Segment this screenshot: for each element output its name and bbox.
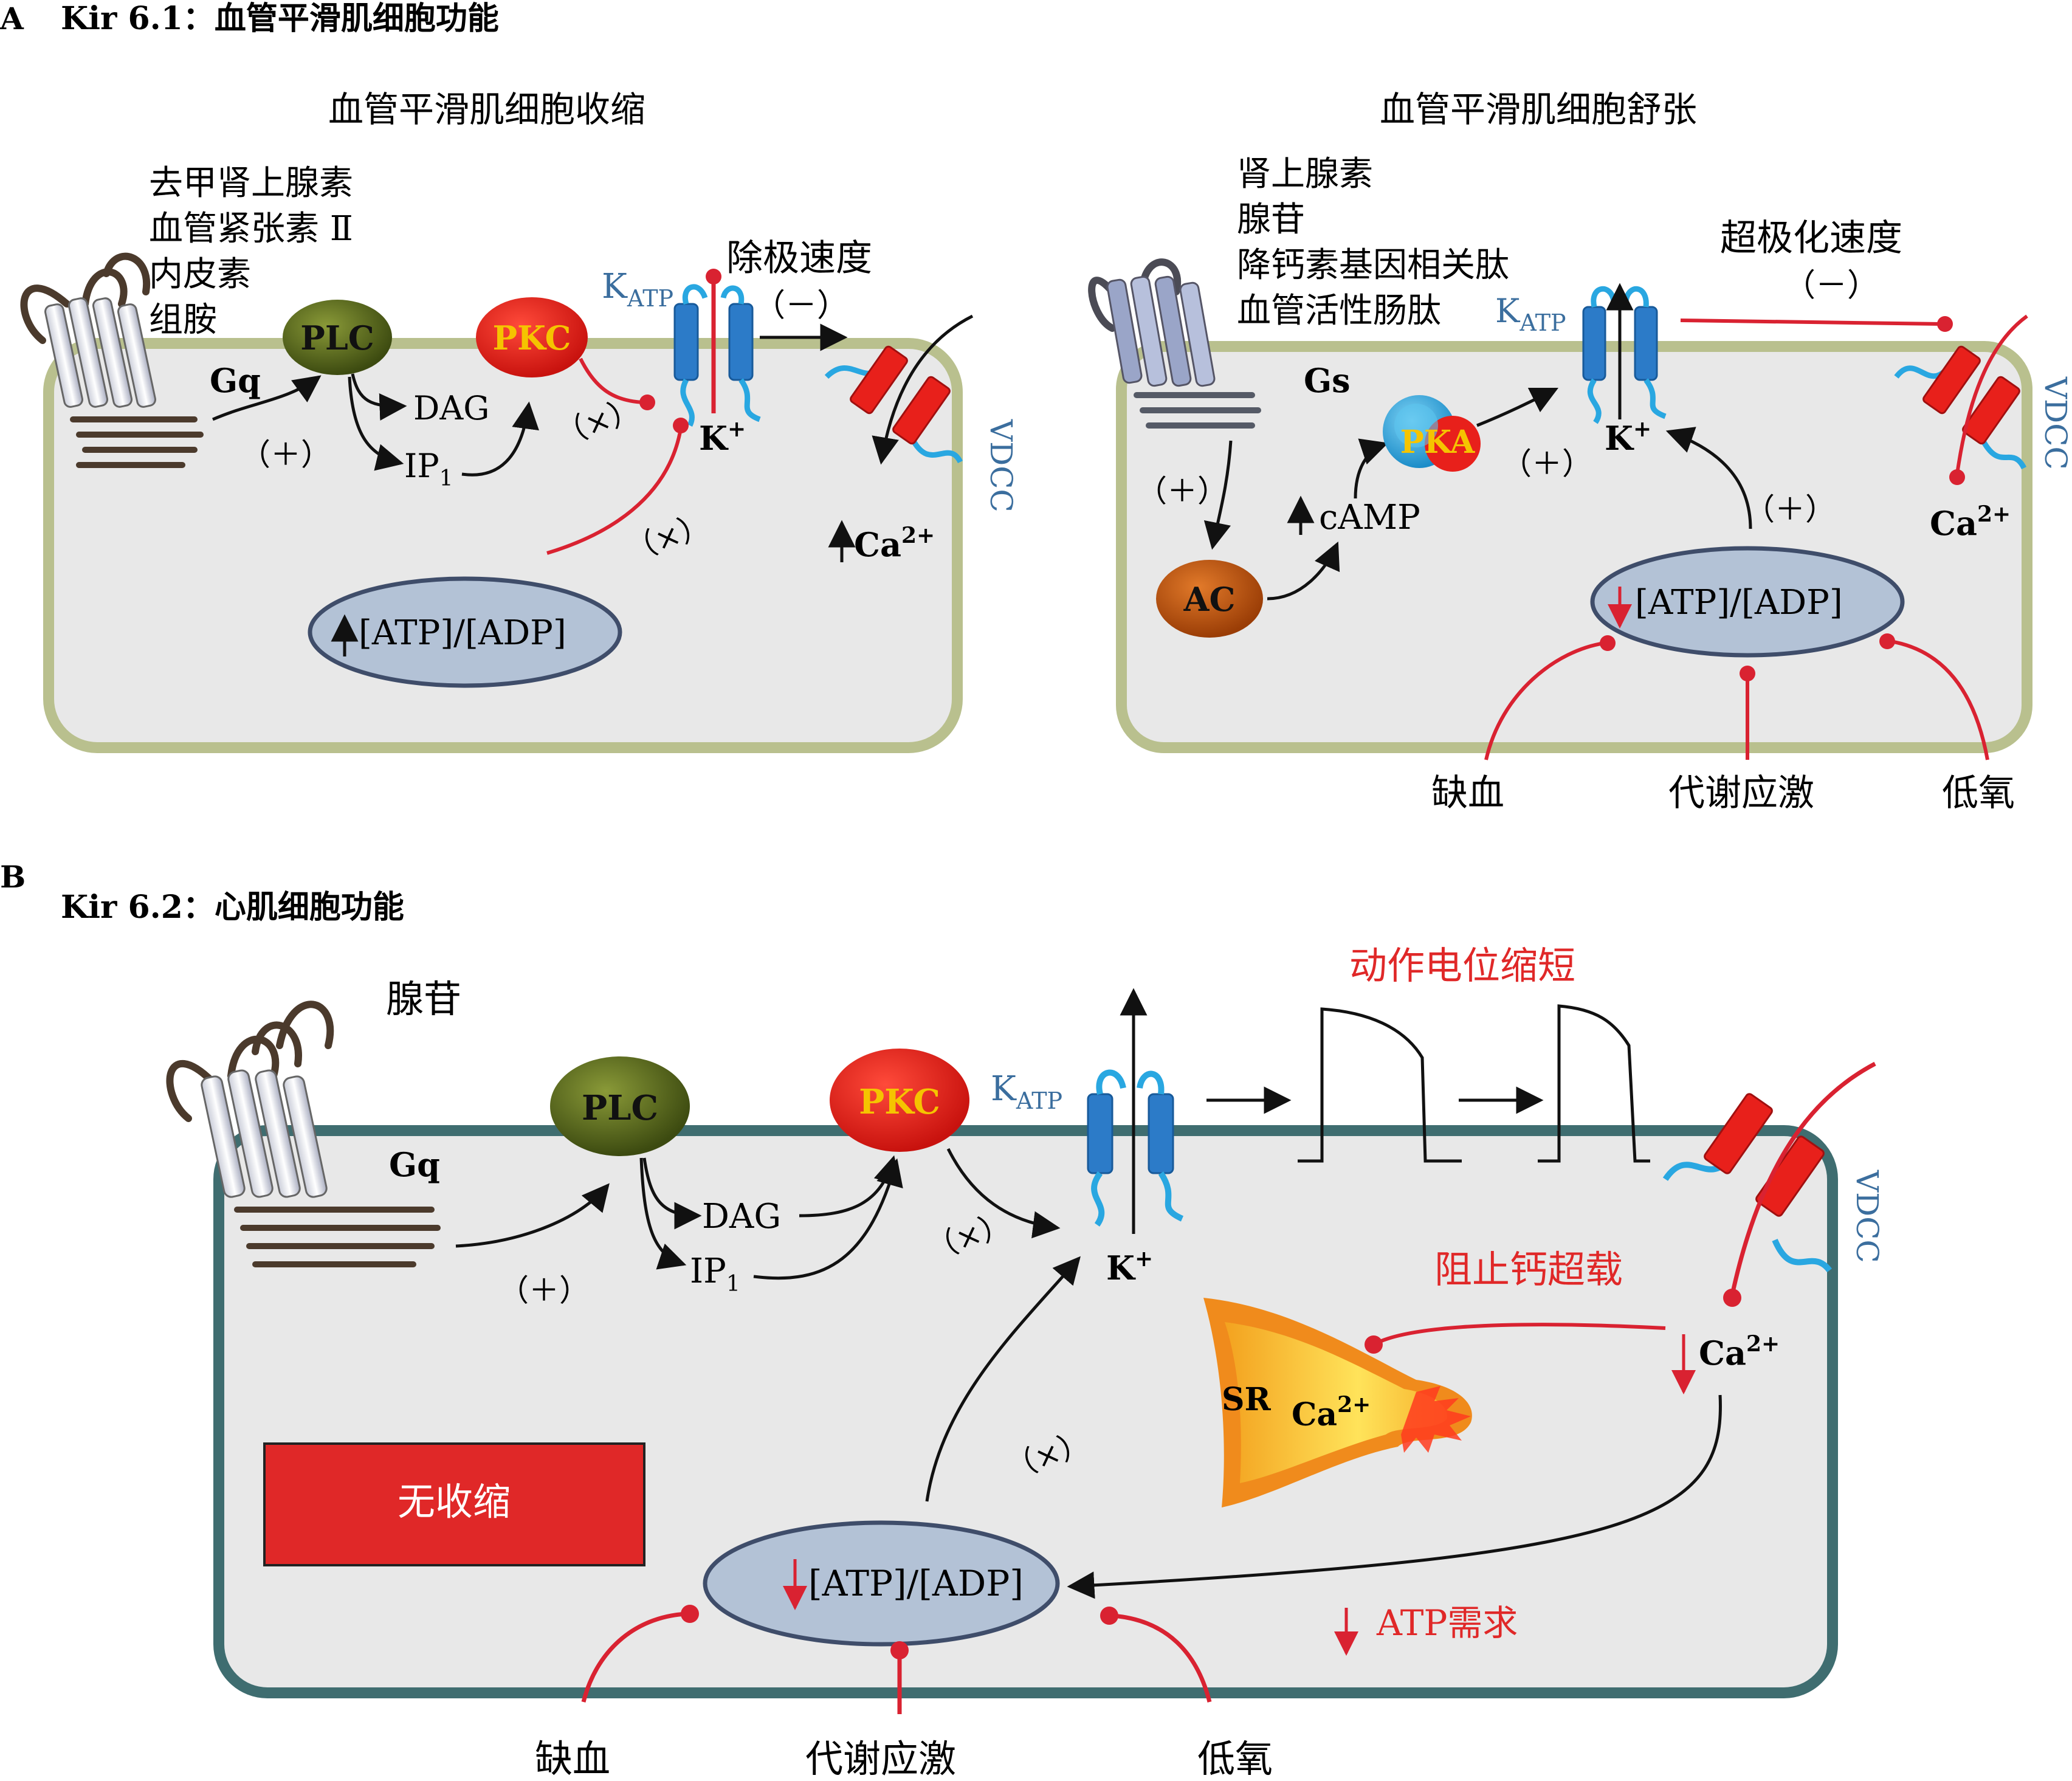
relaxation-agonist-2: 腺苷 (1237, 200, 1305, 239)
pka-enzyme (1383, 395, 1481, 472)
ip1-label: IP1 (404, 447, 453, 491)
katp-channel-icon-b (1087, 1069, 1184, 1227)
relaxation-plus-label-3: （＋） (1744, 492, 1836, 527)
no-contraction-box (263, 1442, 645, 1566)
calcium-label-b: Ca2+ (1699, 1331, 1780, 1373)
contraction-agonist-1: 去甲肾上腺素 (149, 164, 353, 203)
relaxation-agonist-1: 肾上腺素 (1237, 154, 1373, 194)
gq-receptor-icon (20, 252, 204, 468)
hyperpolarization-rate-label: 超极化速度 (1720, 217, 1902, 260)
katp-channel-icon (673, 284, 761, 427)
panel-b: B Kir 6.2：心肌细胞功能 腺苷 Gq （＋） PLC PKC DAG I… (0, 859, 1885, 1781)
relaxation-plus-label-1: （＋） (1137, 474, 1228, 509)
atp-adp-label-right: [ATP]/[ADP] (1635, 583, 1843, 622)
relaxation-cell-membrane (1116, 341, 2032, 753)
atp-adp-label-left: [ATP]/[ADP] (359, 613, 566, 653)
plus-label-b: （＋） (498, 1273, 590, 1308)
relaxation-agonist-3: 降钙素基因相关肽 (1237, 246, 1509, 285)
contraction-heading: 血管平滑肌细胞收缩 (328, 89, 645, 130)
vdcc-channel-icon (824, 314, 974, 465)
metabolic-stress-label-a: 代谢应激 (1668, 772, 1814, 815)
hypoxia-label-a: 低氧 (1942, 772, 2015, 815)
gq-receptor-icon-b (166, 1001, 441, 1267)
pka-label: PKA (1400, 424, 1475, 461)
contraction-gq-label: Gq (210, 361, 261, 400)
plc-label: PLC (300, 319, 374, 357)
block-calcium-overload-label: 阻止钙超载 (1434, 1247, 1623, 1292)
katp-label-b: KATP (991, 1069, 1062, 1114)
no-contraction-label: 无收缩 (398, 1480, 511, 1524)
depolarization-minus-label: （－） (754, 288, 848, 324)
pkc-enzyme-b (830, 1049, 969, 1152)
atp-adp-ratio-right (1590, 546, 1905, 658)
plc-enzyme-b (550, 1056, 690, 1156)
vdcc-label-left: VDCC (983, 419, 1019, 512)
depolarization-rate-label: 除极速度 (726, 237, 872, 280)
plc-enzyme (283, 300, 392, 375)
camp-label: cAMP (1319, 498, 1420, 537)
contraction-plus-label: （＋） (240, 437, 331, 472)
contraction-agonist-2: 血管紧张素 Ⅱ (149, 209, 353, 249)
vdcc-label-b: VDCC (1850, 1170, 1885, 1263)
ip1-label-b: IP1 (690, 1252, 740, 1297)
calcium-label-left: Ca2+ (854, 523, 935, 564)
panel-a-title: Kir 6.1：血管平滑肌细胞功能 (61, 0, 499, 37)
katp-label-left: KATP (602, 267, 673, 312)
gq-label-b: Gq (389, 1145, 440, 1184)
metabolic-stress-label-b: 代谢应激 (805, 1737, 956, 1781)
contraction-cell-membrane (43, 338, 963, 753)
contraction-agonist-3: 内皮素 (149, 255, 251, 294)
atp-demand-label: ATP需求 (1376, 1602, 1518, 1644)
kplus-label-b: K+ (1106, 1246, 1153, 1287)
pkc-label: PKC (492, 319, 571, 357)
ac-label: AC (1183, 580, 1236, 619)
ap-shortening-label: 动作电位缩短 (1349, 943, 1575, 988)
gs-receptor-icon (1088, 258, 1261, 429)
adenosine-label: 腺苷 (386, 977, 461, 1021)
vdcc-channel-icon-right (1894, 314, 2028, 485)
ac-enzyme (1156, 560, 1263, 638)
panel-a-letter: A (0, 1, 24, 36)
vdcc-channel-icon-b (1662, 1061, 1876, 1307)
sr-label: SR (1222, 1381, 1272, 1418)
kplus-label-right: K+ (1605, 416, 1651, 458)
action-potential-short (1538, 1004, 1650, 1163)
calcium-label-right: Ca2+ (1930, 501, 2011, 543)
katp-label-right: KATP (1495, 292, 1566, 336)
atp-adp-ratio-left (308, 576, 622, 688)
contraction-cell: 血管平滑肌细胞收缩 去甲肾上腺素 血管紧张素 Ⅱ 内皮素 组胺 Gq （＋） P… (20, 89, 1019, 753)
action-potential-long (1298, 1007, 1462, 1163)
sr-calcium-label: Ca2+ (1292, 1392, 1371, 1433)
hyperpolarization-minus-label: （－） (1784, 267, 1879, 304)
pkc-enzyme (476, 297, 588, 377)
plc-label-b: PLC (582, 1088, 658, 1128)
gs-label: Gs (1304, 361, 1351, 400)
relaxation-heading: 血管平滑肌细胞舒张 (1380, 89, 1697, 130)
dag-label-b: DAG (702, 1197, 781, 1236)
pkc-label-b: PKC (859, 1082, 940, 1122)
dag-label: DAG (413, 389, 489, 427)
vdcc-label-right: VDCC (2038, 376, 2072, 470)
sarcoplasmic-reticulum-icon (1203, 1298, 1472, 1507)
atp-adp-label-b: [ATP]/[ADP] (808, 1563, 1024, 1604)
atp-adp-ratio-b (703, 1520, 1060, 1647)
ischemia-label-a: 缺血 (1431, 772, 1504, 815)
ischemia-label-b: 缺血 (535, 1737, 610, 1781)
kplus-label-left: K+ (699, 416, 746, 458)
panel-b-letter: B (0, 859, 26, 895)
relaxation-cell: 血管平滑肌细胞舒张 肾上腺素 腺苷 降钙素基因相关肽 血管活性肠肽 Gs （＋）… (1088, 89, 2072, 815)
panel-b-title: Kir 6.2：心肌细胞功能 (61, 889, 404, 926)
hypoxia-label-b: 低氧 (1197, 1737, 1273, 1781)
relaxation-agonist-4: 血管活性肠肽 (1237, 291, 1441, 331)
panel-a: A Kir 6.1：血管平滑肌细胞功能 血管平滑肌细胞收缩 去甲肾上腺素 血管紧… (0, 0, 2072, 815)
contraction-agonist-4: 组胺 (149, 300, 217, 340)
relaxation-plus-label-2: （＋） (1501, 446, 1592, 481)
